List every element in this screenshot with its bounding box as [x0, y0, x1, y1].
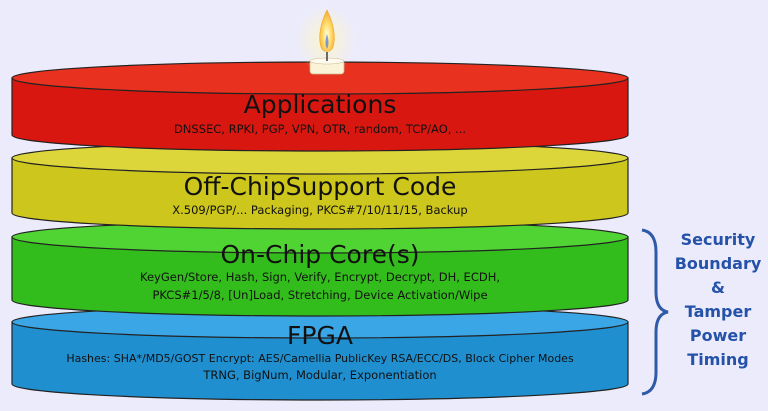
boundary-line-power: Power — [689, 326, 747, 345]
candle-icon — [296, 6, 356, 75]
layer-onchip-desc-line1: KeyGen/Store, Hash, Sign, Verify, Encryp… — [139, 270, 501, 284]
security-boundary-label: Security Boundary & Tamper Power Timing — [672, 228, 764, 372]
layer-offchip-title: Off-ChipSupport Code — [183, 172, 457, 201]
layer-applications-desc: DNSSEC, RPKI, PGP, VPN, OTR, random, TCP… — [173, 122, 467, 136]
layer-onchip-desc-line2: PKCS#1/5/8, [Un]Load, Stretching, Device… — [152, 288, 488, 302]
layer-fpga-title: FPGA — [287, 321, 353, 350]
boundary-line-tamper: Tamper — [684, 302, 752, 321]
layer-applications-disc — [11, 61, 629, 152]
layer-onchip-disc — [11, 220, 629, 317]
layer-fpga-desc-line1: Hashes: SHA*/MD5/GOST Encrypt: AES/Camel… — [66, 352, 574, 365]
layer-applications-title: Applications — [243, 90, 397, 119]
layer-offchip-disc — [11, 141, 629, 230]
boundary-line-security: Security — [680, 230, 756, 249]
layer-fpga-desc-line2: TRNG, BigNum, Modular, Exponentiation — [203, 368, 437, 382]
boundary-line-ampersand: & — [711, 278, 725, 297]
boundary-brace — [641, 228, 669, 396]
boundary-line-boundary: Boundary — [674, 254, 762, 273]
layer-offchip-desc: X.509/PGP/... Packaging, PKCS#7/10/11/15… — [172, 203, 468, 217]
layer-onchip-title: On-Chip Core(s) — [220, 240, 420, 269]
boundary-line-timing: Timing — [687, 350, 749, 369]
